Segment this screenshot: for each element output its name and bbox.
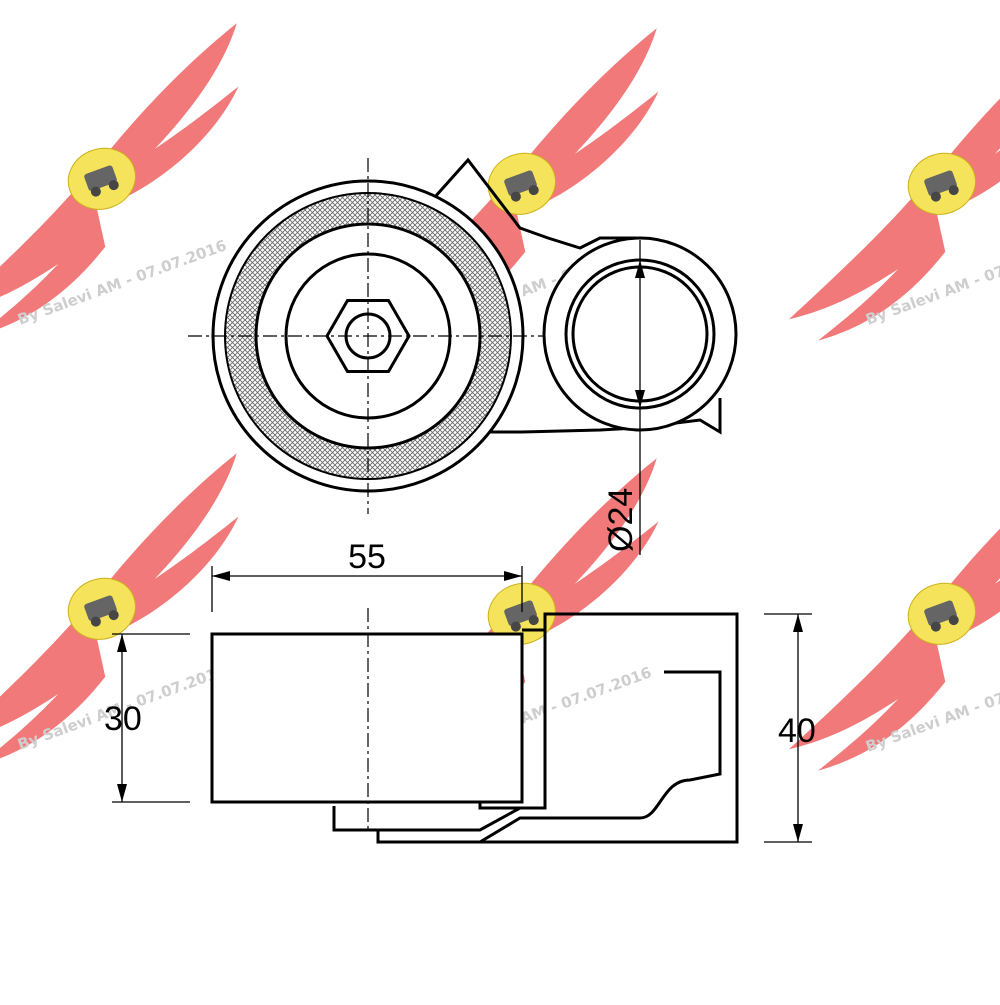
width-arrow-right — [504, 571, 522, 581]
top-view: Ø24 — [188, 157, 738, 555]
height-right-arrow-bottom — [793, 824, 803, 842]
pulley-side-body — [210, 632, 524, 804]
bracket-step — [332, 630, 547, 832]
width-arrow-left — [212, 571, 230, 581]
diameter-label: Ø24 — [602, 488, 640, 552]
height-right-arrow-top — [793, 614, 803, 632]
diameter-arrow-top — [635, 260, 645, 278]
height-left-arrow-bottom — [117, 784, 127, 802]
diameter-arrow-bottom — [635, 390, 645, 408]
bracket-cam-profile — [378, 670, 722, 844]
width-label: 55 — [348, 538, 386, 576]
height-left-arrow-top — [117, 634, 127, 652]
pulley-side-foot — [478, 802, 520, 810]
height-left-label: 30 — [104, 700, 142, 738]
watermark-top-right: By Salevi AM - 07.07.2016 — [728, 27, 1000, 349]
side-view: 55 30 40 — [104, 538, 816, 844]
watermark-bottom-right: By Salevi AM - 07.07.2016 — [728, 457, 1000, 779]
height-right-label: 40 — [778, 712, 816, 750]
